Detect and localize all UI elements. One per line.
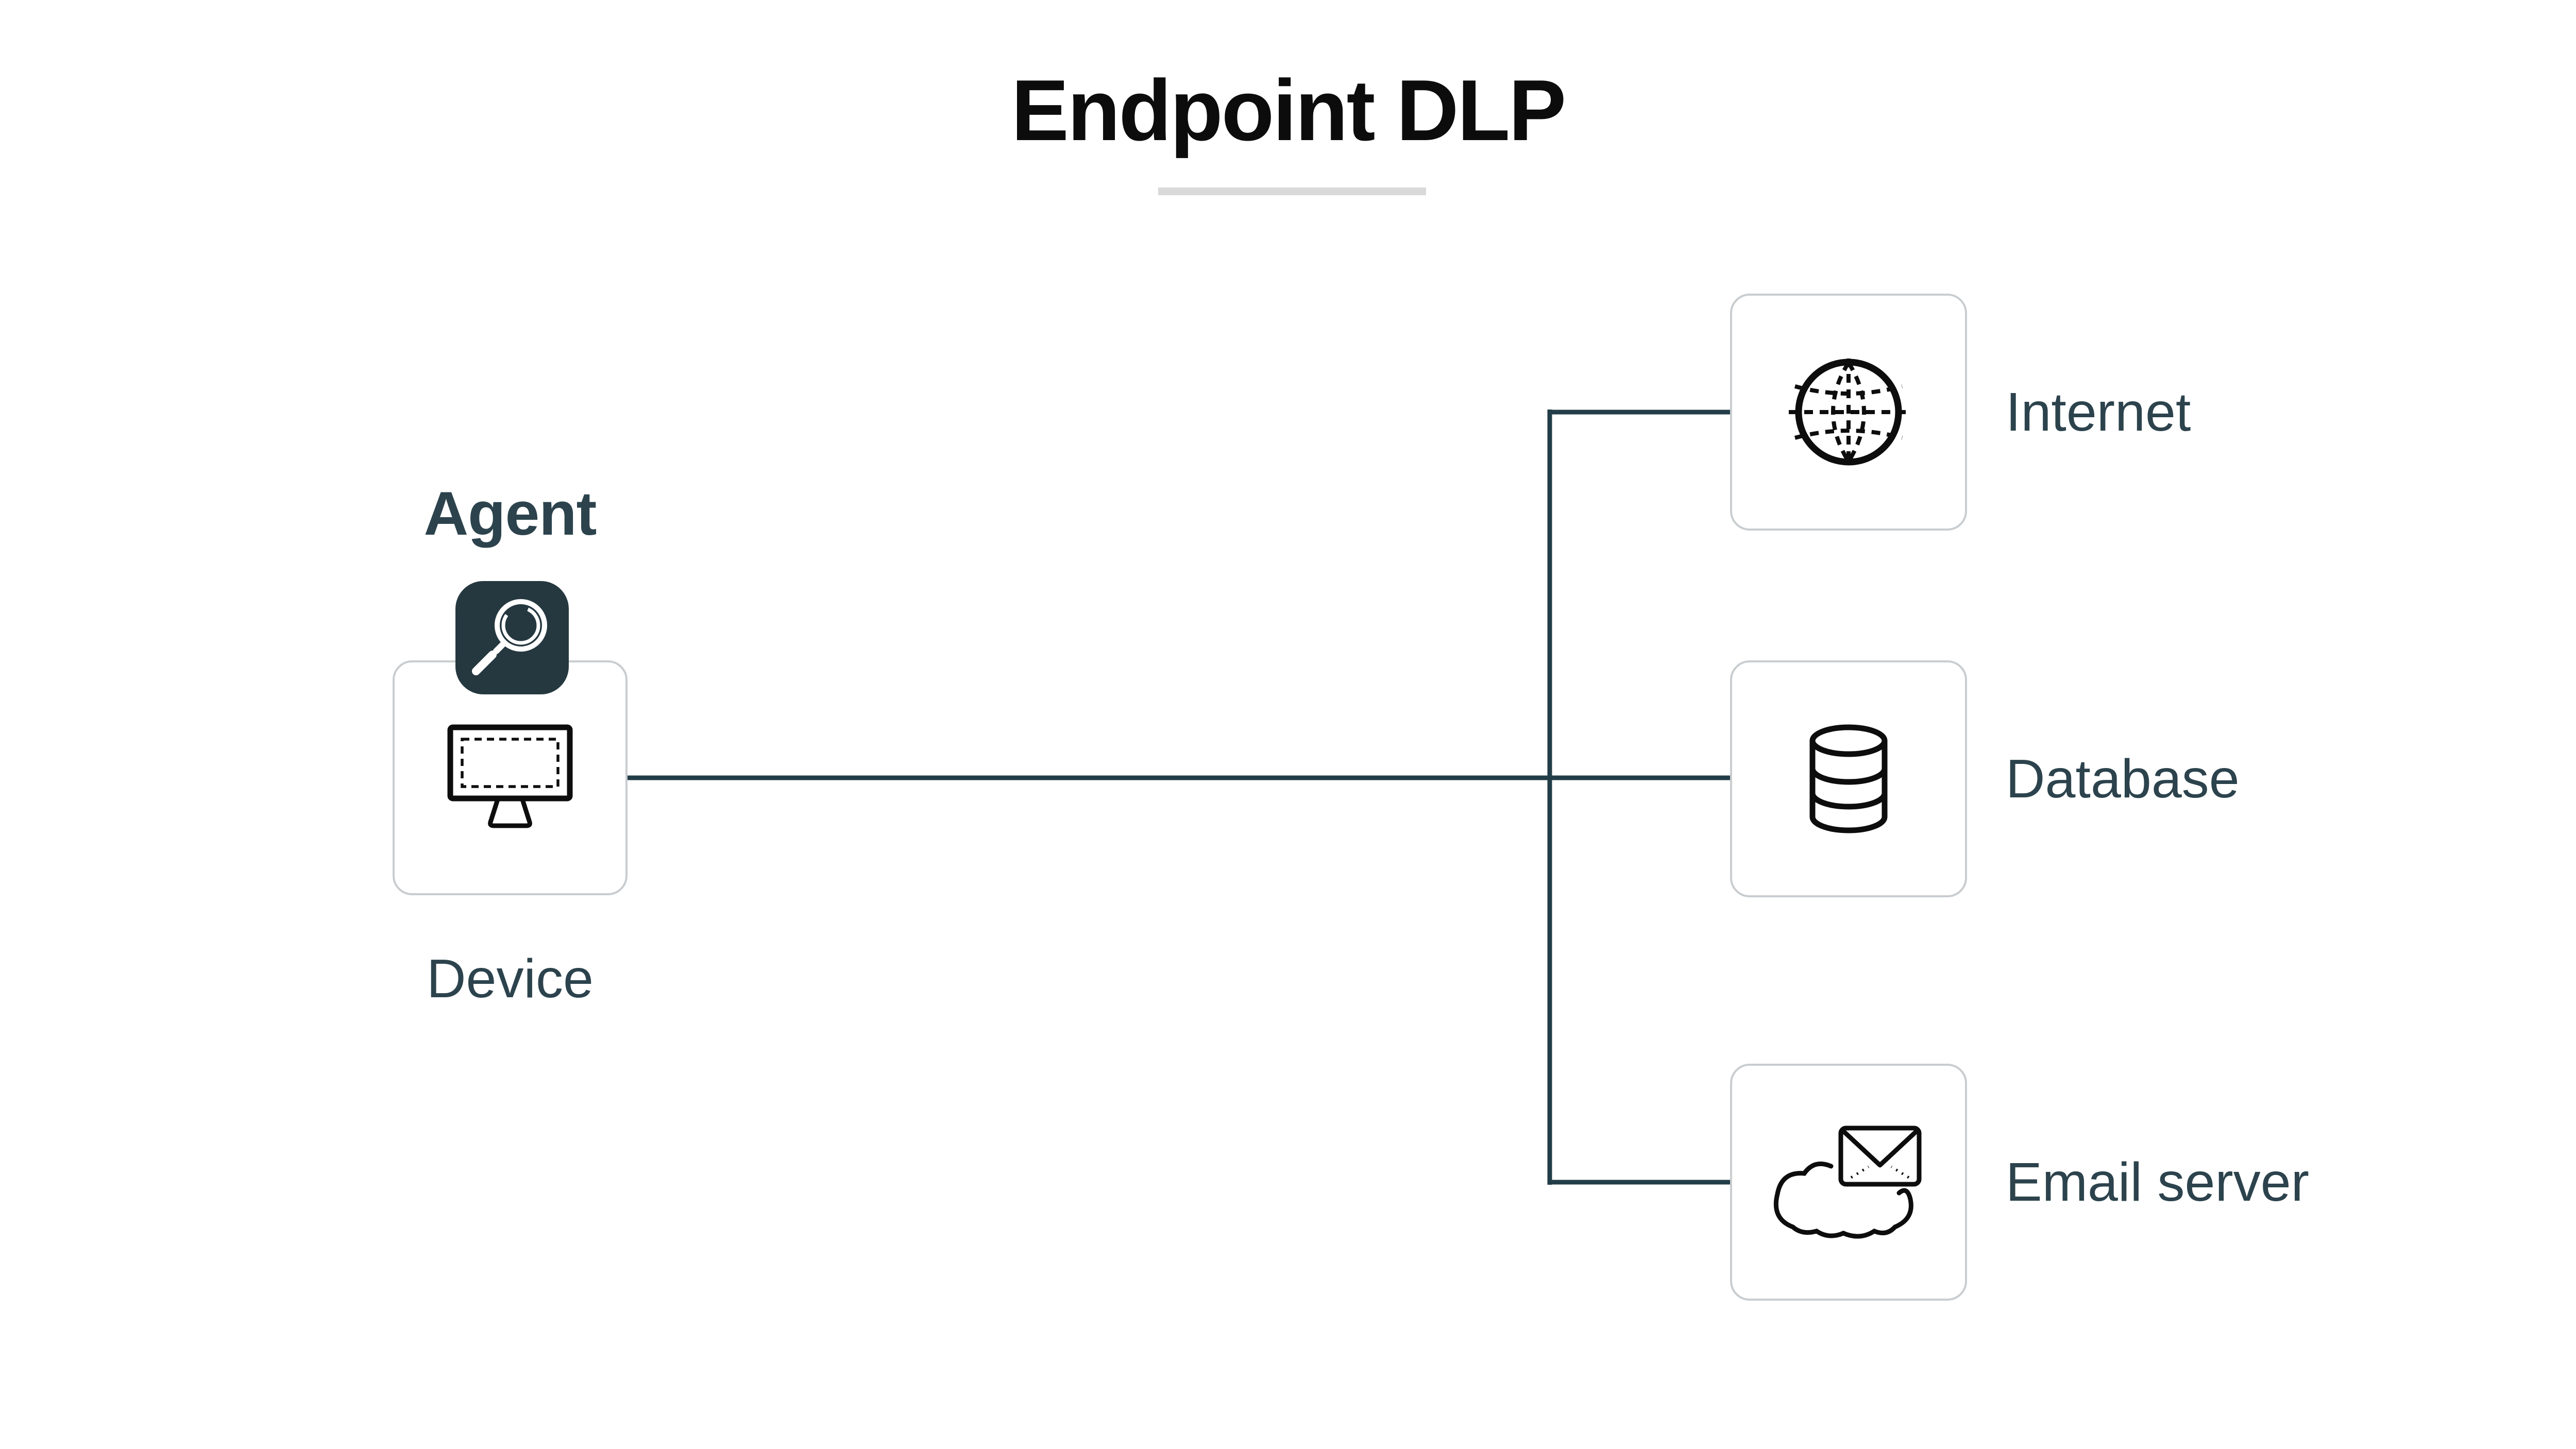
email-server-label: Email server bbox=[2006, 1151, 2310, 1213]
agent-badge bbox=[455, 581, 569, 694]
internet-label: Internet bbox=[2006, 381, 2191, 442]
monitor-icon bbox=[428, 722, 592, 846]
database-label: Database bbox=[2006, 748, 2240, 809]
globe-icon bbox=[1782, 345, 1916, 479]
database-icon bbox=[1797, 717, 1900, 841]
email-node-box bbox=[1730, 1064, 1967, 1301]
cloud-email-icon bbox=[1771, 1107, 1926, 1247]
magnifier-icon bbox=[455, 581, 569, 694]
database-node-box bbox=[1730, 660, 1967, 897]
agent-label: Agent bbox=[423, 479, 597, 548]
internet-node-box bbox=[1730, 294, 1967, 531]
device-node-box bbox=[393, 660, 628, 895]
diagram-title: Endpoint DLP bbox=[1011, 62, 1566, 159]
cloud-shape bbox=[1773, 1161, 1913, 1239]
device-label: Device bbox=[426, 948, 594, 1009]
title-underline bbox=[1158, 187, 1426, 195]
